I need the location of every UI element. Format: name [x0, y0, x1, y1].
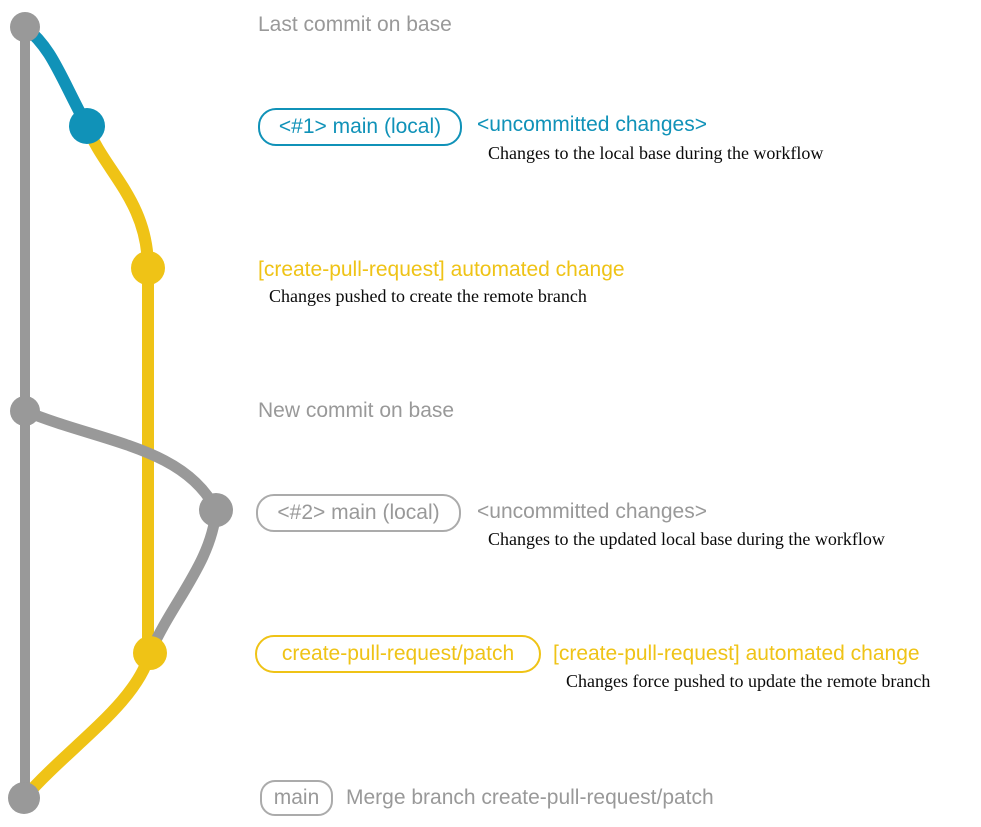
local-to-patch-curve	[144, 504, 222, 659]
commit-dot-merge	[8, 782, 40, 814]
automated-change-title-2: [create-pull-request] automated change	[553, 642, 920, 665]
commit-dot-automated-change-2	[133, 636, 167, 670]
commit-dot-checkout-2	[199, 493, 233, 527]
branch-badge-create-pull-request-patch: create-pull-request/patch	[255, 635, 541, 673]
patch-branch-curve-top	[81, 120, 154, 274]
push-1-detail: Changes pushed to create the remote bran…	[269, 286, 587, 306]
branch-badge-create-pull-request-patch-label: create-pull-request/patch	[281, 642, 515, 665]
branch-badge-main-label: main	[273, 786, 320, 809]
commit-dot-last-commit-on-base	[10, 12, 40, 42]
checkout-2-detail: Changes to the updated local base during…	[488, 529, 885, 549]
commit-dot-new-commit-on-base	[10, 396, 40, 426]
automated-change-title-1: [create-pull-request] automated change	[258, 258, 625, 281]
patch-merge-to-base-curve	[18, 647, 156, 804]
branch-badge-main-local-1: <#1> main (local)	[258, 108, 462, 146]
base-merge-into-local-curve	[19, 405, 222, 516]
checkout-1-detail: Changes to the local base during the wor…	[488, 143, 824, 163]
git-graph	[8, 12, 233, 814]
branch-badge-main-local-2: <#2> main (local)	[256, 494, 461, 532]
push-2-detail: Changes force pushed to update the remot…	[566, 671, 931, 691]
uncommitted-changes-status-2: <uncommitted changes>	[477, 500, 707, 523]
branch-badge-main-local-1-label: <#1> main (local)	[278, 115, 442, 138]
commit-dot-automated-change-1	[131, 251, 165, 285]
last-commit-label: Last commit on base	[258, 13, 452, 36]
new-commit-label: New commit on base	[258, 399, 455, 422]
uncommitted-changes-status-1: <uncommitted changes>	[477, 113, 707, 136]
commit-dot-checkout-1	[69, 108, 105, 144]
branch-badge-main: main	[260, 780, 333, 816]
merge-commit-message: Merge branch create-pull-request/patch	[346, 786, 714, 809]
branch-badge-main-local-2-label: <#2> main (local)	[277, 501, 440, 524]
